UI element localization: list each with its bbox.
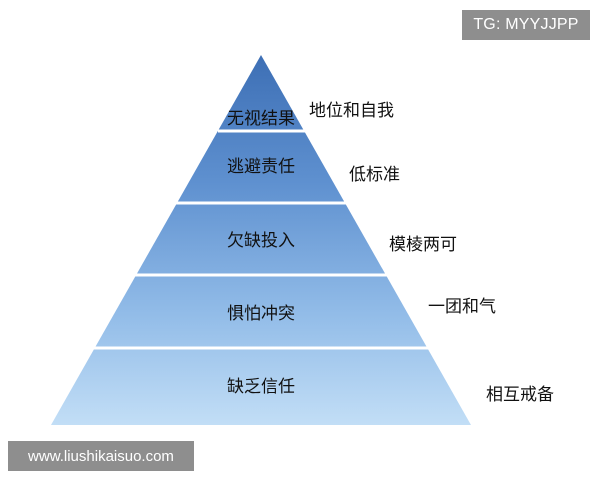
telegram-watermark: TG: MYYJJPP bbox=[462, 10, 590, 40]
aside-invulnerability: 相互戒备 bbox=[486, 385, 554, 405]
pyramid-separators bbox=[93, 129, 429, 350]
site-watermark: www.liushikaisuo.com bbox=[8, 441, 194, 471]
aside-low-standards: 低标准 bbox=[349, 165, 400, 185]
layer-label-accountability: 逃避责任 bbox=[227, 157, 295, 177]
pyramid-shape bbox=[51, 55, 471, 425]
layer-labels: 无视结果 逃避责任 欠缺投入 惧怕冲突 缺乏信任 bbox=[227, 109, 295, 397]
layer-label-trust: 缺乏信任 bbox=[227, 377, 295, 397]
layer-label-results: 无视结果 bbox=[227, 109, 295, 129]
layer-label-commitment: 欠缺投入 bbox=[227, 231, 295, 251]
aside-ambiguity: 模棱两可 bbox=[389, 235, 457, 255]
aside-artificial-harmony: 一团和气 bbox=[428, 297, 496, 317]
aside-status-ego: 地位和自我 bbox=[309, 101, 394, 121]
layer-label-conflict: 惧怕冲突 bbox=[227, 304, 295, 324]
